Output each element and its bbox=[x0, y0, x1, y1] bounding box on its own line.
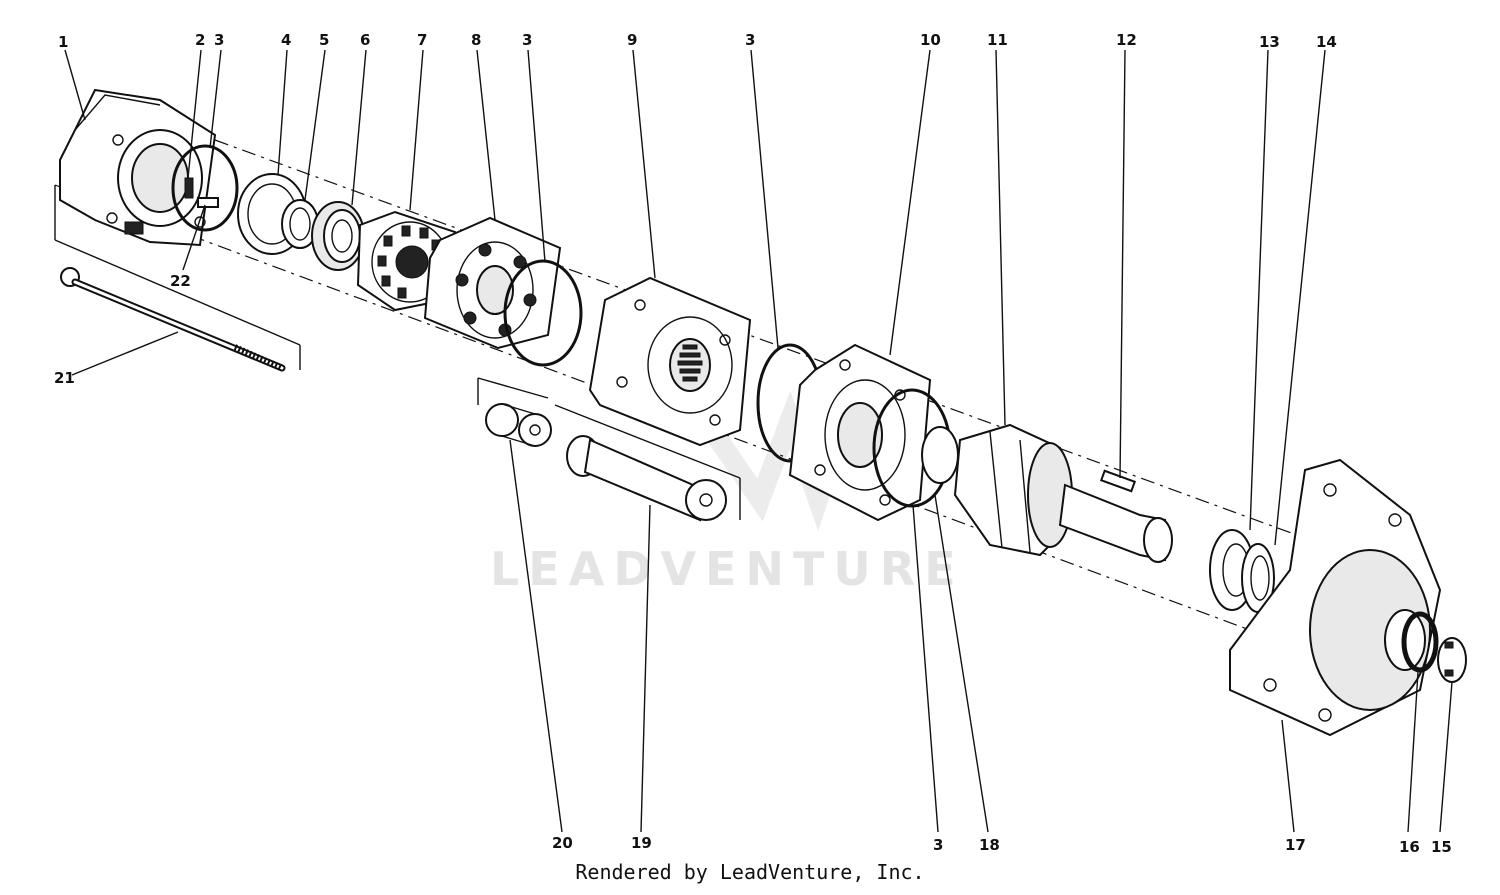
part-bolt-21 bbox=[60, 267, 286, 372]
callout-12: 12 bbox=[1116, 31, 1137, 49]
callout-10: 10 bbox=[920, 31, 941, 49]
callout-4: 4 bbox=[281, 31, 291, 49]
callout-labels: 1 2 3 4 5 6 7 8 3 9 3 10 11 12 13 14 22 … bbox=[54, 31, 1452, 856]
part-housing-8 bbox=[423, 216, 562, 350]
callout-22: 22 bbox=[170, 272, 191, 290]
callout-19: 19 bbox=[631, 834, 652, 852]
callout-17: 17 bbox=[1285, 836, 1306, 854]
callout-2: 2 bbox=[195, 31, 205, 49]
part-o-ring-16 bbox=[1401, 611, 1439, 673]
part-gear-20 bbox=[485, 403, 552, 447]
callout-15: 15 bbox=[1431, 838, 1452, 856]
part-o-ring-1 bbox=[171, 144, 239, 232]
part-o-ring-2 bbox=[503, 259, 583, 367]
callout-14: 14 bbox=[1316, 33, 1337, 51]
part-drive-gear-19 bbox=[566, 435, 727, 522]
callout-3c: 3 bbox=[745, 31, 755, 49]
callout-3: 3 bbox=[214, 31, 224, 49]
part-pin bbox=[184, 177, 219, 208]
part-shaft-11 bbox=[921, 423, 1173, 563]
leader-lines bbox=[64, 49, 1453, 833]
part-bearing-6 bbox=[311, 201, 365, 271]
callout-1: 1 bbox=[58, 33, 68, 51]
callout-3d: 3 bbox=[933, 836, 943, 854]
callout-9: 9 bbox=[627, 31, 637, 49]
part-nut-15 bbox=[1437, 637, 1467, 683]
callout-11: 11 bbox=[987, 31, 1008, 49]
callout-20: 20 bbox=[552, 834, 573, 852]
watermark-text: LEADVENTURE bbox=[490, 542, 965, 596]
callout-13: 13 bbox=[1259, 33, 1280, 51]
part-gerotor-housing-9 bbox=[588, 276, 752, 447]
footer-credit: Rendered by LeadVenture, Inc. bbox=[575, 860, 925, 884]
callout-18: 18 bbox=[979, 836, 1000, 854]
part-housing-10 bbox=[788, 343, 932, 522]
part-key-12 bbox=[1099, 469, 1137, 493]
part-flange-17 bbox=[1229, 458, 1442, 737]
callout-7: 7 bbox=[417, 31, 427, 49]
callout-16: 16 bbox=[1399, 838, 1420, 856]
callout-3b: 3 bbox=[522, 31, 532, 49]
part-seal-5 bbox=[281, 199, 319, 249]
callout-5: 5 bbox=[319, 31, 329, 49]
callout-6: 6 bbox=[360, 31, 370, 49]
callout-8: 8 bbox=[471, 31, 481, 49]
callout-21: 21 bbox=[54, 369, 75, 387]
